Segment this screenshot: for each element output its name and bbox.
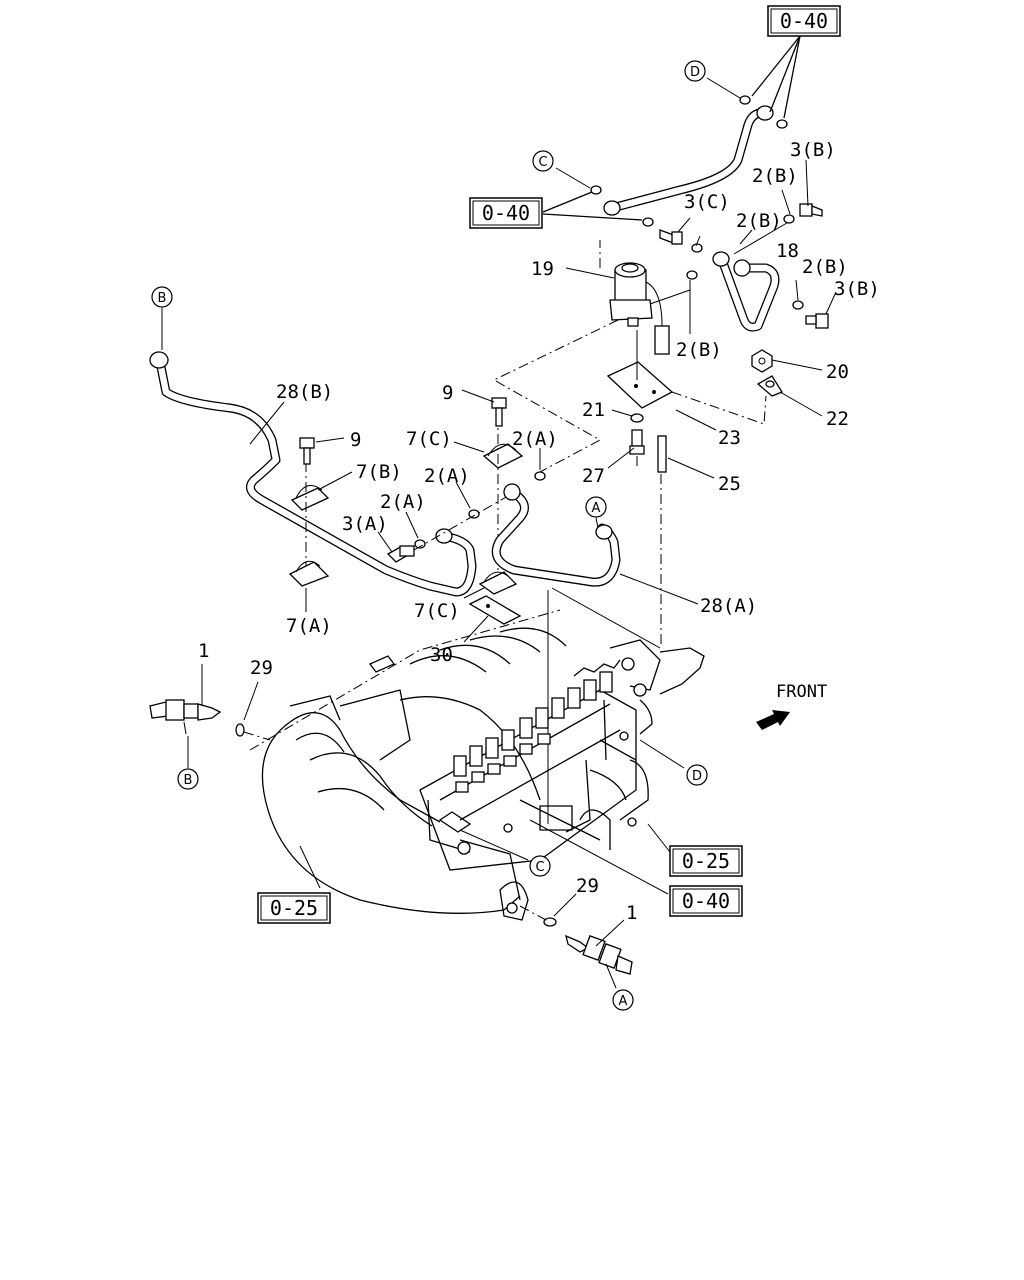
- marker-d-top: D: [684, 60, 706, 82]
- label-9-left: 9: [350, 429, 361, 451]
- label-7c-bottom: 7(C): [414, 600, 460, 622]
- front-label: FRONT: [776, 682, 827, 702]
- clamp-7b: [290, 485, 330, 511]
- label-23: 23: [718, 427, 741, 449]
- bolt-3b-right: [805, 313, 829, 329]
- label-2b-2: 2(B): [736, 210, 782, 232]
- label-7b: 7(B): [356, 461, 402, 483]
- front-arrow-icon: [756, 710, 790, 730]
- solenoid-valve-19: [609, 262, 670, 355]
- bolt-3c: [659, 229, 683, 245]
- marker-a-pipe: A: [585, 496, 607, 518]
- label-22: 22: [826, 408, 849, 430]
- label-28b: 28(B): [276, 381, 333, 403]
- label-29-left: 29: [250, 657, 273, 679]
- pipe-28b: [149, 351, 477, 597]
- label-2a-1: 2(A): [380, 491, 426, 513]
- label-18: 18: [776, 240, 799, 262]
- pipe-28a: [491, 483, 621, 587]
- marker-letter: B: [158, 291, 167, 306]
- marker-letter: D: [690, 65, 700, 80]
- sensor-1-bottom: [565, 934, 633, 975]
- label-2b-1: 2(B): [752, 165, 798, 187]
- label-1-bottom: 1: [626, 902, 637, 924]
- marker-c-top: C: [532, 150, 554, 172]
- label-19: 19: [531, 258, 554, 280]
- marker-a-bottom: A: [612, 989, 634, 1011]
- ref-label: 0-40: [482, 201, 530, 225]
- gasket-29-bottom: [543, 917, 557, 927]
- label-7c-top: 7(C): [406, 428, 452, 450]
- ref-label: 0-25: [682, 849, 730, 873]
- label-2b-3: 2(B): [802, 256, 848, 278]
- washer-21: [630, 413, 644, 423]
- label-3c: 3(C): [684, 191, 730, 213]
- label-2a-3: 2(A): [512, 428, 558, 450]
- label-9-top: 9: [442, 382, 453, 404]
- label-3b-2: 3(B): [834, 278, 880, 300]
- bolt-9-top: [491, 397, 507, 427]
- pipe-18: [712, 251, 780, 332]
- bolt-3a: [386, 545, 415, 563]
- label-3a: 3(A): [342, 513, 388, 535]
- marker-letter: C: [538, 155, 547, 170]
- marker-b-left-top: B: [151, 286, 173, 308]
- clamp-7c-top: [482, 443, 524, 469]
- label-25: 25: [718, 473, 741, 495]
- marker-c-engine: C: [529, 855, 551, 877]
- marker-d-engine: D: [686, 764, 708, 786]
- gasket-29-left: [235, 723, 245, 737]
- injection-pump: [419, 639, 705, 914]
- plate-30: [468, 595, 522, 625]
- label-30: 30: [430, 644, 453, 666]
- delivery-valves: [453, 671, 613, 793]
- ref-box-mid: 0-40: [469, 197, 543, 229]
- clamp-7a: [288, 560, 330, 587]
- intake-manifold: [249, 609, 567, 921]
- label-27: 27: [582, 465, 605, 487]
- label-21: 21: [582, 399, 605, 421]
- sensor-1-left: [149, 699, 222, 735]
- ref-label: 0-25: [270, 896, 318, 920]
- marker-letter: A: [619, 994, 628, 1009]
- marker-b-left-bottom: B: [177, 768, 199, 790]
- label-2a-2: 2(A): [424, 465, 470, 487]
- label-29-bottom: 29: [576, 875, 599, 897]
- bolt-9-left: [299, 437, 315, 465]
- nut-20: [751, 349, 773, 373]
- label-7a: 7(A): [286, 615, 332, 637]
- ref-label: 0-40: [682, 889, 730, 913]
- stud-25: [657, 435, 667, 473]
- clamp-7c-bottom: [478, 571, 518, 595]
- ref-box-right-25: 0-25: [669, 845, 743, 877]
- bolt-3b-top: [799, 203, 823, 217]
- label-20: 20: [826, 361, 849, 383]
- ref-box-right-40: 0-40: [669, 885, 743, 917]
- clamp-22: [756, 375, 783, 397]
- marker-letter: D: [692, 769, 702, 784]
- label-3b-1: 3(B): [790, 139, 836, 161]
- bolt-27: [629, 429, 645, 455]
- marker-letter: A: [592, 501, 601, 516]
- upper-return-pipe: [590, 95, 788, 227]
- label-28a: 28(A): [700, 595, 757, 617]
- bracket-23: [606, 361, 674, 409]
- ref-box-left-25: 0-25: [257, 892, 331, 924]
- label-1-left: 1: [198, 640, 209, 662]
- label-2b-4: 2(B): [676, 339, 722, 361]
- marker-letter: B: [184, 773, 193, 788]
- ref-label: 0-40: [780, 9, 828, 33]
- ref-box-top: 0-40: [767, 5, 841, 37]
- marker-letter: C: [535, 860, 544, 875]
